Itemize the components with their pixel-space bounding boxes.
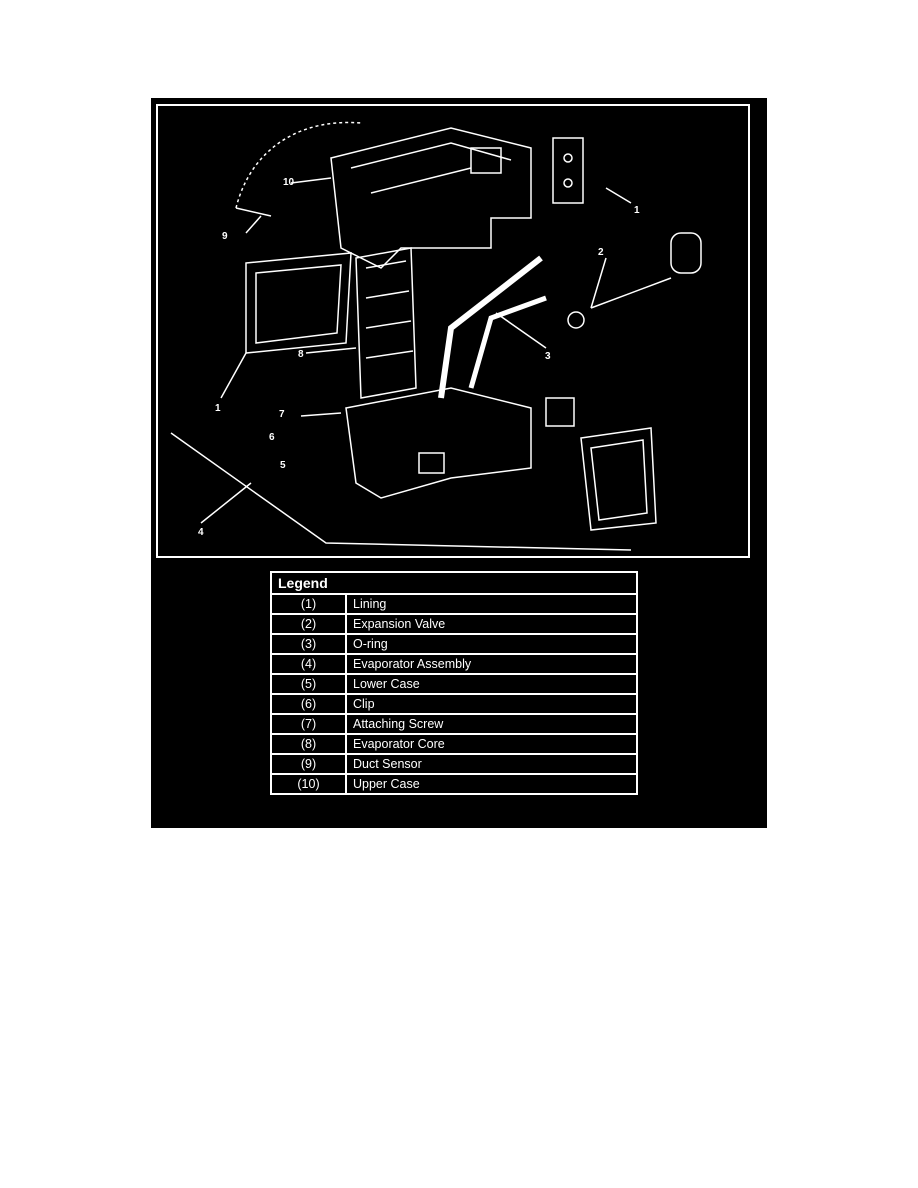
callout-10: 10 — [283, 177, 295, 188]
callout-7: 7 — [279, 409, 285, 420]
table-row: (5)Lower Case — [270, 673, 638, 695]
legend-number: (7) — [270, 713, 347, 735]
legend-number: (4) — [270, 653, 347, 675]
table-row: (8)Evaporator Core — [270, 733, 638, 755]
legend-number: (8) — [270, 733, 347, 755]
callout-3: 3 — [545, 351, 551, 362]
legend-number: (2) — [270, 613, 347, 635]
legend-label: Upper Case — [345, 773, 638, 795]
legend-number: (6) — [270, 693, 347, 715]
callout-4: 4 — [198, 527, 204, 538]
table-row: (3)O-ring — [270, 633, 638, 655]
callout-1-left: 1 — [215, 403, 221, 414]
pipe-shape — [438, 255, 543, 399]
table-row: (6)Clip — [270, 693, 638, 715]
table-row: (2)Expansion Valve — [270, 613, 638, 635]
table-row: (9)Duct Sensor — [270, 753, 638, 775]
table-row: (4)Evaporator Assembly — [270, 653, 638, 675]
callout-5: 5 — [280, 460, 286, 471]
evaporator-figure: 10 9 1 2 3 8 1 7 6 5 4 Legend (1)Lining … — [151, 98, 767, 828]
lining-left-shape — [245, 252, 352, 354]
legend-label: Lining — [345, 593, 638, 615]
callout-9: 9 — [222, 231, 228, 242]
legend-label: Clip — [345, 693, 638, 715]
lining-right-shape — [580, 427, 657, 531]
legend-label: Evaporator Core — [345, 733, 638, 755]
legend-title: Legend — [270, 571, 638, 595]
table-row: (7)Attaching Screw — [270, 713, 638, 735]
evaporator-exploded-diagram — [156, 104, 750, 558]
legend-number: (5) — [270, 673, 347, 695]
diagram-frame — [156, 104, 750, 558]
legend-number: (3) — [270, 633, 347, 655]
legend-number: (1) — [270, 593, 347, 615]
legend-label: Attaching Screw — [345, 713, 638, 735]
callout-1-top: 1 — [634, 205, 640, 216]
legend-label: Lower Case — [345, 673, 638, 695]
callout-8: 8 — [298, 349, 304, 360]
legend-number: (10) — [270, 773, 347, 795]
legend-label: Duct Sensor — [345, 753, 638, 775]
table-row: (10)Upper Case — [270, 773, 638, 795]
callout-6: 6 — [269, 432, 275, 443]
legend-table: Legend (1)Lining (2)Expansion Valve (3)O… — [270, 571, 638, 795]
legend-label: Expansion Valve — [345, 613, 638, 635]
table-row: (1)Lining — [270, 593, 638, 615]
upper-case-shape — [330, 127, 532, 269]
callout-2: 2 — [598, 247, 604, 258]
legend-label: Evaporator Assembly — [345, 653, 638, 675]
lower-case-shape — [345, 387, 532, 499]
legend-label: O-ring — [345, 633, 638, 655]
legend-number: (9) — [270, 753, 347, 775]
evaporator-core-shape — [355, 247, 417, 399]
